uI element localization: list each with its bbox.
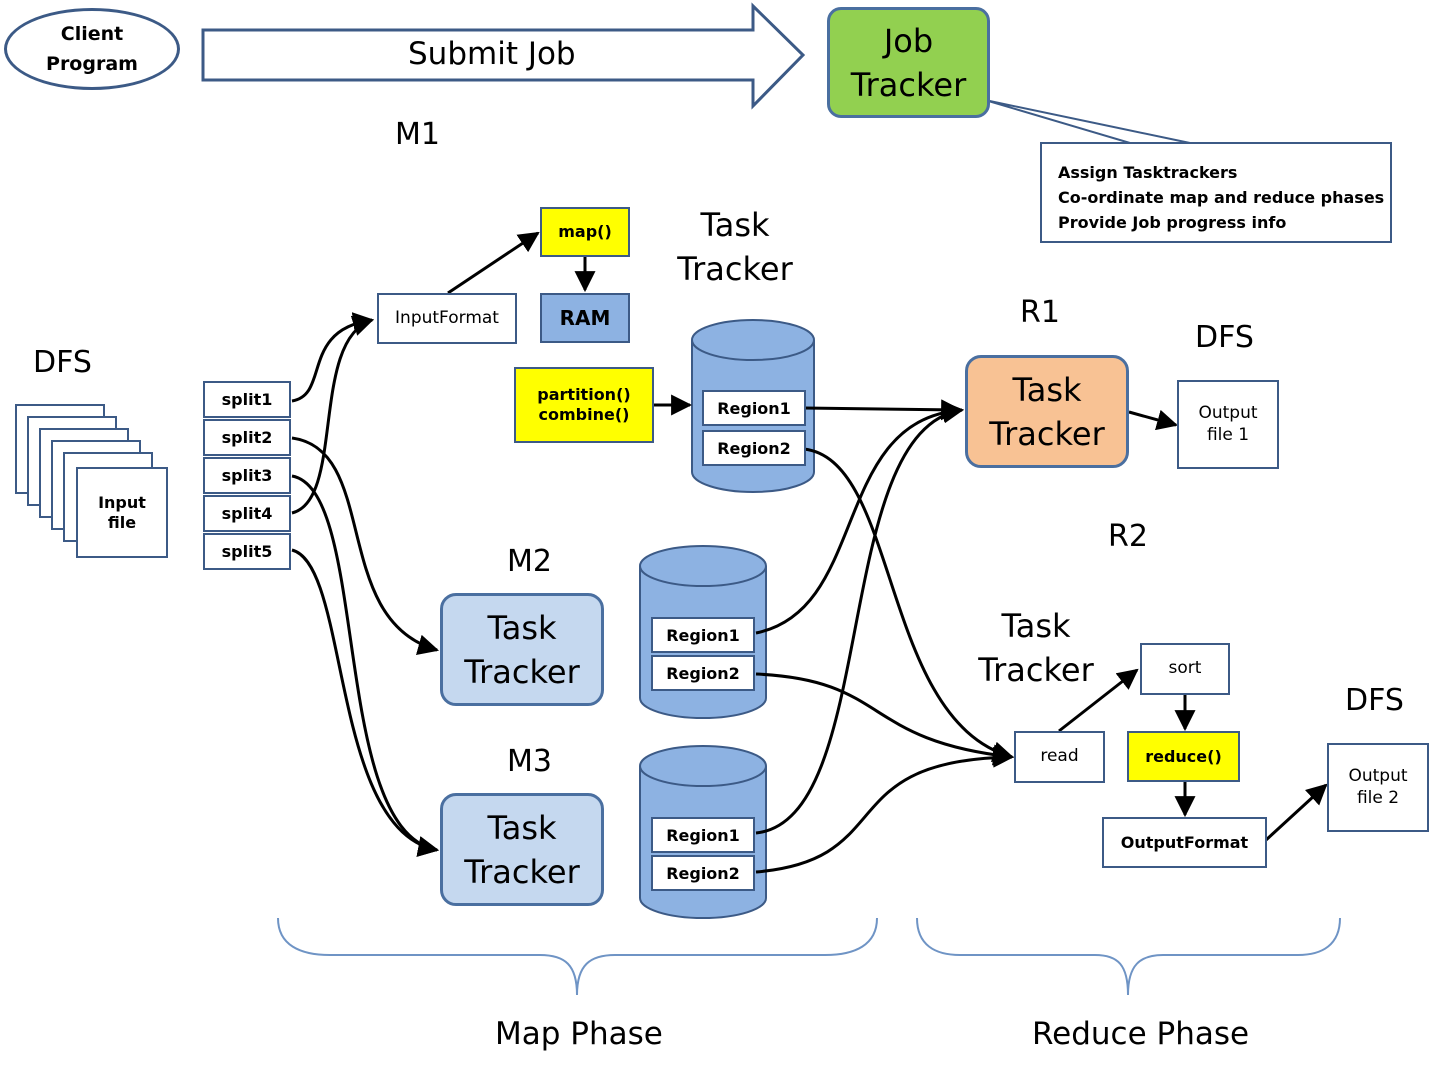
- callout-line: Assign Tasktrackers: [1058, 163, 1238, 182]
- m2-heading: M2: [507, 544, 552, 579]
- m3-task-tracker: Task Tracker: [440, 793, 604, 906]
- split-3: split3: [203, 457, 291, 494]
- r1-task-tracker-title: Task Tracker: [989, 370, 1105, 453]
- submit-job-label: Submit Job: [408, 36, 576, 72]
- input-file: Input file: [76, 467, 168, 558]
- m1-task-tracker-title: Task Tracker: [677, 206, 793, 288]
- r2-outputformat: OutputFormat: [1102, 817, 1267, 868]
- arrow-split4-inputformat: [291, 315, 374, 515]
- arrow-r1-output1: [1128, 409, 1179, 431]
- r1-task-tracker: Task Tracker: [965, 355, 1129, 468]
- arrow-m3-region2-r2: [755, 746, 1015, 874]
- m3-region2: Region2: [651, 855, 755, 891]
- arrow-inputformat-map: [447, 231, 540, 295]
- r2-read: read: [1014, 731, 1105, 783]
- m1-heading: M1: [395, 117, 440, 152]
- m1-partition-combine: partition() combine(): [514, 367, 654, 443]
- split-1: split1: [203, 381, 291, 418]
- callout-pointer: [984, 99, 1191, 144]
- reduce-phase-label: Reduce Phase: [1032, 1016, 1250, 1052]
- reduce-phase-brace: [916, 917, 1341, 996]
- output-file-1: Output file 1: [1177, 380, 1279, 469]
- split-5: split5: [203, 533, 291, 570]
- dfs-input-heading: DFS: [33, 345, 92, 380]
- job-tracker-label: Job Tracker: [850, 21, 967, 104]
- r1-heading: R1: [1020, 295, 1060, 330]
- m3-region1: Region1: [651, 817, 755, 853]
- m3-heading: M3: [507, 744, 552, 779]
- dfs-output2-heading: DFS: [1345, 683, 1404, 718]
- output-file-2-label: Output file 2: [1348, 766, 1408, 808]
- m1-map-function: map(): [540, 207, 630, 257]
- arrow-m1-region2-r2: [803, 447, 1015, 762]
- m2-region2: Region2: [651, 655, 755, 691]
- arrow-read-sort: [1058, 668, 1139, 733]
- m1-region1: Region1: [702, 390, 806, 426]
- callout-line: Co-ordinate map and reduce phases: [1058, 188, 1385, 207]
- arrow-m2-region1-r1: [755, 400, 965, 635]
- r2-reduce-function: reduce(): [1127, 731, 1240, 782]
- job-tracker: Job Tracker: [827, 7, 990, 118]
- m2-task-tracker: Task Tracker: [440, 593, 604, 706]
- arrow-split2-m2: [291, 436, 440, 655]
- arrow-split1-inputformat: [291, 312, 375, 403]
- arrow-m2-region2-r2: [755, 672, 1015, 766]
- job-tracker-callout: Assign Tasktrackers Co-ordinate map and …: [1040, 142, 1392, 243]
- input-file-label: Input file: [98, 492, 146, 532]
- arrow-m3-region1-r1: [755, 402, 965, 835]
- m2-region1: Region1: [651, 617, 755, 653]
- split-4: split4: [203, 495, 291, 532]
- callout-line: Provide Job progress info: [1058, 213, 1287, 232]
- map-phase-brace: [277, 917, 878, 996]
- m3-task-tracker-title: Task Tracker: [464, 808, 580, 891]
- r2-heading: R2: [1108, 519, 1148, 554]
- m1-ram: RAM: [540, 293, 630, 343]
- output-file-1-label: Output file 1: [1198, 403, 1258, 445]
- m1-inputformat: InputFormat: [377, 293, 517, 344]
- client-program: Client Program: [4, 8, 180, 90]
- client-program-label: Client Program: [46, 23, 138, 75]
- map-phase-label: Map Phase: [495, 1016, 663, 1052]
- m2-task-tracker-title: Task Tracker: [464, 608, 580, 691]
- arrow-split5-m3: [291, 548, 440, 857]
- dfs-output1-heading: DFS: [1195, 320, 1254, 355]
- arrow-outputformat-output2: [1264, 783, 1328, 842]
- r2-sort: sort: [1140, 643, 1230, 695]
- arrow-m1-region1-r1: [803, 399, 963, 421]
- m1-region2: Region2: [702, 430, 806, 466]
- output-file-2: Output file 2: [1327, 743, 1429, 832]
- split-2: split2: [203, 419, 291, 456]
- submit-job-arrow: [201, 2, 806, 110]
- m1-partition-combine-label: partition() combine(): [537, 385, 631, 424]
- arrow-split3-m3: [291, 474, 440, 857]
- r2-task-tracker-title: Task Tracker: [978, 607, 1094, 689]
